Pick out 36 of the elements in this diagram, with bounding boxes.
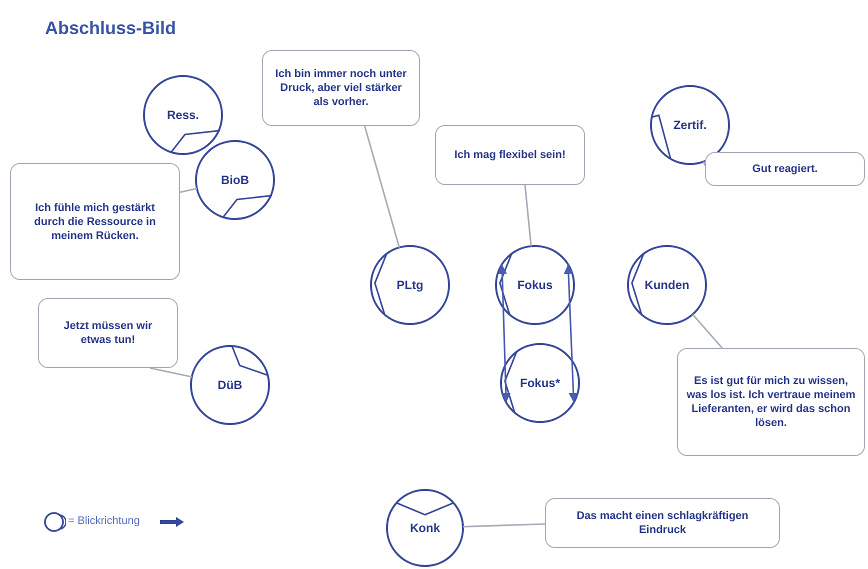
double-arrow bbox=[564, 264, 578, 403]
connector-line bbox=[150, 367, 192, 378]
legend-text: = Blickrichtung bbox=[68, 515, 140, 527]
role-label: Fokus bbox=[517, 278, 553, 292]
role-label: Fokus* bbox=[520, 376, 560, 390]
person-circle bbox=[626, 244, 708, 326]
connector-line bbox=[180, 188, 198, 194]
connector-line bbox=[692, 314, 723, 349]
speech-bubble: Ich fühle mich gestärkt durch die Ressource in meinem Rücken. bbox=[10, 163, 180, 280]
person-circle bbox=[649, 84, 731, 166]
person-circle bbox=[369, 244, 451, 326]
person-circle bbox=[499, 342, 581, 424]
person-circle bbox=[385, 488, 465, 568]
speech-bubble: Gut reagiert. bbox=[705, 152, 865, 186]
speech-bubble: Jetzt müssen wir etwas tun! bbox=[38, 298, 178, 368]
role-label: Zertif. bbox=[673, 118, 707, 132]
person-circle bbox=[189, 344, 271, 426]
speech-bubble: Ich bin immer noch unter Druck, aber viel stärker als vorher. bbox=[262, 50, 420, 126]
connector-line bbox=[462, 523, 546, 528]
role-label: Ress. bbox=[166, 108, 200, 122]
role-label: PLtg bbox=[396, 278, 424, 292]
role-label: DüB bbox=[218, 378, 242, 392]
connector-line bbox=[524, 184, 532, 246]
person-circle bbox=[494, 244, 576, 326]
person-circle bbox=[194, 139, 276, 221]
person-circle bbox=[142, 74, 224, 156]
connector-line bbox=[364, 126, 400, 248]
role-label: Kunden bbox=[644, 278, 690, 292]
role-label: BioB bbox=[221, 173, 249, 187]
connector-line bbox=[702, 161, 706, 166]
speech-bubble: Das macht einen schlagkräftigen Eindruck bbox=[545, 498, 780, 548]
role-label: Konk bbox=[410, 521, 440, 535]
double-arrow bbox=[497, 264, 511, 403]
diagram-title: Abschluss-Bild bbox=[45, 18, 176, 39]
speech-bubble: Ich mag flexibel sein! bbox=[435, 125, 585, 185]
speech-bubble: Es ist gut für mich zu wissen, was los ist. Ich vertraue meinem Lieferanten, er wird das schon lösen. bbox=[677, 348, 865, 456]
